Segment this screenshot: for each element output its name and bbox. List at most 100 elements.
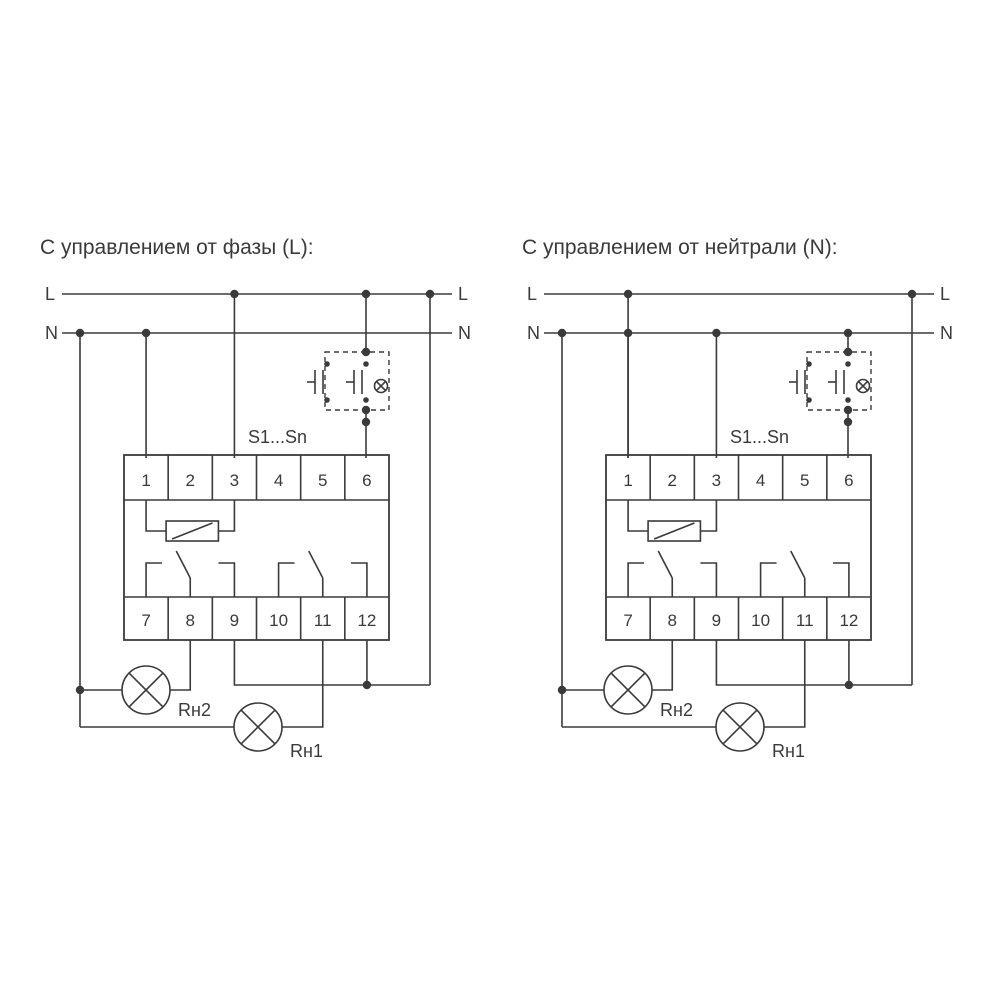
terminal-11: 11 [314, 611, 332, 630]
terminal-8: 8 [186, 611, 195, 630]
contact-nc [759, 562, 777, 597]
load-wire [170, 640, 192, 691]
contact-nc [145, 562, 163, 597]
terminal-4: 4 [274, 471, 283, 490]
relay-coil [647, 520, 702, 542]
contact-group-2 [759, 550, 850, 597]
terminal-7: 7 [623, 611, 632, 630]
contact-dot [845, 397, 851, 403]
terminal-6: 6 [844, 471, 853, 490]
lamp-rn1-label: Rн1 [772, 741, 805, 761]
lamp-rn1 [233, 702, 283, 752]
rail-label-n: N [458, 323, 471, 343]
terminal-9: 9 [712, 611, 721, 630]
rail-label-n: N [527, 323, 540, 343]
rail-label-l: L [940, 284, 950, 304]
contact-dot [806, 361, 812, 367]
rail-label-l: L [458, 284, 468, 304]
contact-nc [277, 562, 295, 597]
indicator-lamp [373, 378, 389, 394]
contact-blade [175, 550, 191, 579]
terminal-6: 6 [362, 471, 371, 490]
terminal-3: 3 [712, 471, 721, 490]
rail-label-l: L [45, 284, 55, 304]
rail-label-l: L [527, 284, 537, 304]
terminal-4: 4 [756, 471, 765, 490]
contact-no [350, 562, 368, 597]
terminal-1: 1 [623, 471, 632, 490]
phase-feed-wire [233, 640, 430, 686]
terminal-8: 8 [668, 611, 677, 630]
junction-dot [362, 680, 372, 690]
contact-group-2 [277, 550, 368, 597]
contact-group-1 [145, 550, 236, 597]
coil-lead [627, 500, 649, 532]
lamp-cross [610, 672, 646, 708]
load-wire [652, 640, 674, 691]
terminal-5: 5 [318, 471, 327, 490]
terminal-10: 10 [751, 611, 770, 630]
lamp-rn2-label: Rн2 [660, 700, 693, 720]
switch-enclosure [806, 351, 872, 411]
coil-lead [218, 500, 236, 532]
lamp-rn2 [603, 665, 653, 715]
contact-group-1 [627, 550, 718, 597]
scheme-title: С управлением от нейтрали (N): [522, 236, 838, 259]
push-button-sn [346, 361, 369, 403]
contact-dot [363, 397, 369, 403]
lamp-cross [240, 709, 276, 745]
switch-enclosure [324, 351, 390, 411]
terminal-11: 11 [796, 611, 814, 630]
relay-coil-slash [171, 522, 213, 540]
terminal-2: 2 [668, 471, 677, 490]
switch-label: S1...Sn [248, 427, 307, 447]
terminal-9: 9 [230, 611, 239, 630]
coil-lead [700, 500, 718, 532]
terminal-12: 12 [357, 611, 376, 630]
contact-dot [845, 361, 851, 367]
lamp-cross [375, 380, 387, 392]
lamp-rn2-label: Rн2 [178, 700, 211, 720]
terminal-2: 2 [186, 471, 195, 490]
contact-dot [363, 361, 369, 367]
push-button-s1 [307, 361, 330, 403]
push-button-sn [828, 361, 851, 403]
terminal-7: 7 [141, 611, 150, 630]
lamp-circle [855, 378, 871, 394]
phase-feed-wire [715, 640, 912, 686]
indicator-lamp [855, 378, 871, 394]
rail-label-n: N [940, 323, 953, 343]
terminal-3: 3 [230, 471, 239, 490]
contact-dot [806, 397, 812, 403]
load-wire [764, 640, 806, 728]
coil-lead [145, 500, 167, 532]
lamp-circle [373, 378, 389, 394]
switch-label: S1...Sn [730, 427, 789, 447]
terminal-1: 1 [141, 471, 150, 490]
lamp-cross [722, 709, 758, 745]
contact-dot [324, 361, 330, 367]
contact-blade [790, 550, 806, 579]
scheme-title: С управлением от фазы (L): [40, 236, 314, 259]
load-wire [282, 640, 324, 728]
junction-dot [843, 347, 853, 357]
lamp-rn1-label: Rн1 [290, 741, 323, 761]
lamp-cross [857, 380, 869, 392]
lamp-rn2 [121, 665, 171, 715]
relay-coil-slash [653, 522, 695, 540]
contact-no [700, 562, 718, 597]
contact-blade [308, 550, 324, 579]
relay-coil [165, 520, 220, 542]
rail-label-n: N [45, 323, 58, 343]
push-button-s1 [789, 361, 812, 403]
terminal-5: 5 [800, 471, 809, 490]
terminal-10: 10 [269, 611, 288, 630]
contact-nc [627, 562, 645, 597]
contact-no [832, 562, 850, 597]
junction-dot [844, 680, 854, 690]
lamp-rn1 [715, 702, 765, 752]
junction-dot [361, 347, 371, 357]
